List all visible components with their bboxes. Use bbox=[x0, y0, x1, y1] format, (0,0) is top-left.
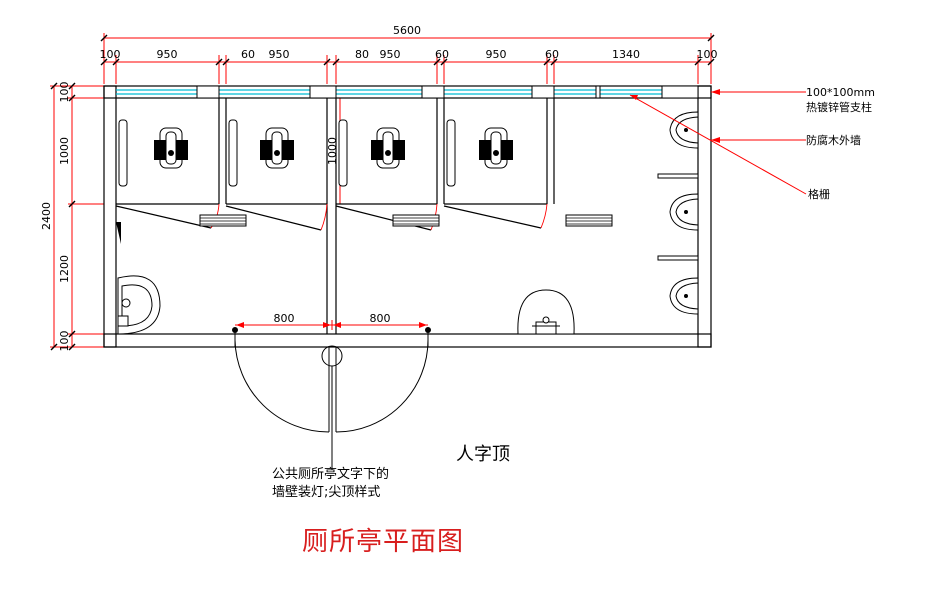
lamp-annotation-line2: 墙壁装灯;尖顶样式 bbox=[272, 485, 380, 500]
leader-arrows bbox=[630, 89, 720, 143]
roof-type-label: 人字顶 bbox=[456, 444, 510, 465]
corner-wedge bbox=[116, 222, 121, 244]
washbasin-left bbox=[117, 275, 161, 335]
urinal-dividers bbox=[657, 173, 699, 261]
total-width-label: 5600 bbox=[393, 24, 421, 37]
seg-label-6: 950 bbox=[380, 48, 401, 61]
leader-lines bbox=[629, 91, 807, 195]
squat-toilet-4 bbox=[479, 127, 513, 169]
seg-label-1: 100 bbox=[100, 48, 121, 61]
floor-grates bbox=[199, 214, 613, 227]
seg-label-10: 1340 bbox=[612, 48, 640, 61]
door-width-dimension bbox=[235, 320, 428, 330]
depth-seg-1-label: 100 bbox=[58, 82, 71, 103]
seg-label-4: 950 bbox=[269, 48, 290, 61]
drawing-title: 厕所亭平面图 bbox=[302, 527, 464, 557]
washbasin-right bbox=[517, 289, 575, 335]
depth-seg-2-label: 1000 bbox=[58, 137, 71, 165]
seg-label-11: 100 bbox=[697, 48, 718, 61]
urinal-1 bbox=[669, 111, 699, 149]
depth-seg-4-label: 100 bbox=[58, 331, 71, 352]
stall-hooks bbox=[118, 119, 456, 187]
stall-doors bbox=[115, 205, 542, 231]
squat-toilet-3 bbox=[371, 127, 405, 169]
stall-partitions bbox=[116, 98, 555, 205]
post-annotation-line2: 热镀锌管支柱 bbox=[806, 100, 872, 114]
door-pivots bbox=[232, 327, 431, 333]
outer-wall-annotation: 防腐木外墙 bbox=[806, 133, 861, 147]
squat-toilet-1 bbox=[154, 127, 188, 169]
entrance-doors bbox=[234, 330, 429, 470]
depth-seg-3-label: 1200 bbox=[58, 255, 71, 283]
floor-grate-lines bbox=[200, 217, 612, 225]
grille-annotation: 格栅 bbox=[808, 187, 830, 201]
seg-label-8: 950 bbox=[486, 48, 507, 61]
seg-label-3: 60 bbox=[241, 48, 255, 61]
post-annotation-line1: 100*100mm bbox=[806, 86, 875, 99]
seg-label-2: 950 bbox=[157, 48, 178, 61]
door-left-width-label: 800 bbox=[274, 312, 295, 325]
top-dimension-ticks bbox=[100, 34, 715, 66]
center-partition bbox=[326, 98, 337, 334]
overall-depth-label: 2400 bbox=[40, 202, 53, 230]
urinal-3 bbox=[669, 277, 699, 315]
lamp-annotation-line1: 公共厕所亭文字下的 bbox=[272, 466, 389, 482]
top-dimension-chain bbox=[103, 33, 712, 84]
seg-label-9: 60 bbox=[545, 48, 559, 61]
partition-depth-label: 1000 bbox=[326, 137, 339, 165]
squat-toilet-2 bbox=[260, 127, 294, 169]
glass-grille bbox=[116, 85, 699, 99]
urinal-2 bbox=[669, 193, 699, 231]
door-right-width-label: 800 bbox=[370, 312, 391, 325]
door-dimension-arrows bbox=[236, 322, 427, 328]
left-dimension-chain bbox=[50, 85, 104, 348]
seg-label-5: 80 bbox=[355, 48, 369, 61]
left-dimension-ticks bbox=[50, 82, 76, 351]
seg-label-7: 60 bbox=[435, 48, 449, 61]
